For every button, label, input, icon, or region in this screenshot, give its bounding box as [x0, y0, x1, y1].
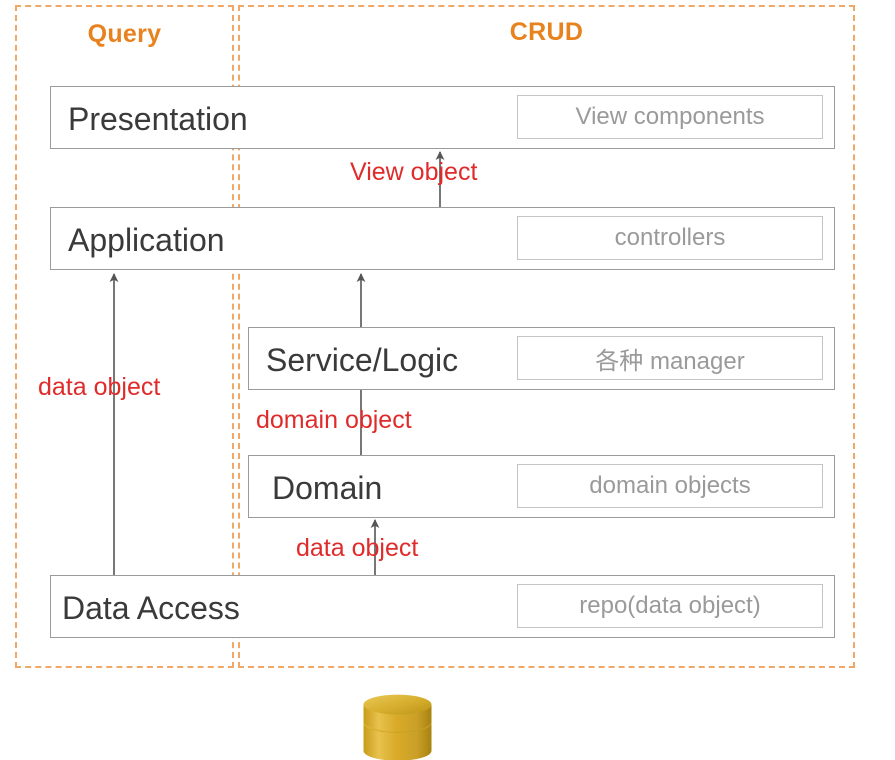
- flow-label-view-object: View object: [350, 158, 478, 186]
- region-crud: [238, 5, 855, 668]
- layer-domain-label: Domain: [272, 470, 383, 506]
- region-title-crud: CRUD: [509, 18, 584, 46]
- flow-label-domain-object: domain object: [256, 406, 412, 434]
- region-query: [15, 5, 234, 668]
- layer-data-access-label: Data Access: [62, 590, 240, 626]
- database-cylinder-icon: [363, 694, 432, 760]
- layer-service-logic-chip[interactable]: 各种 manager: [517, 336, 823, 380]
- flow-label-data-object-middle: data object: [296, 534, 419, 562]
- layer-application-chip[interactable]: controllers: [517, 216, 823, 260]
- layer-service-logic-label: Service/Logic: [266, 342, 459, 378]
- region-title-query: Query: [87, 20, 162, 48]
- layer-domain-chip[interactable]: domain objects: [517, 464, 823, 508]
- flow-label-data-object-left: data object: [38, 373, 161, 401]
- layer-data-access-chip[interactable]: repo(data object): [517, 584, 823, 628]
- layer-presentation-chip[interactable]: View components: [517, 95, 823, 139]
- layer-application-label: Application: [68, 222, 225, 258]
- layer-presentation-label: Presentation: [68, 101, 248, 137]
